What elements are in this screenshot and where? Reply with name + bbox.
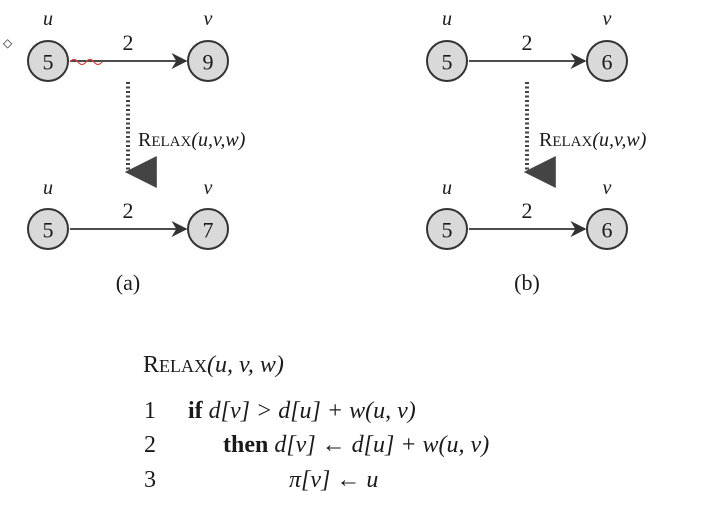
stray-mark: ◇	[3, 36, 13, 50]
a-bottom-u-label: u	[43, 177, 53, 199]
a-top-node-u-value: 5	[43, 50, 54, 75]
a-bottom-node-u	[27, 208, 69, 250]
a-top-v-label: v	[204, 8, 213, 30]
b-top-weight: 2	[522, 30, 533, 55]
pseudocode-line-2-number: 2	[144, 432, 156, 458]
a-caption: (a)	[116, 270, 140, 295]
b-bottom-node-v	[586, 208, 628, 250]
pseudocode-line-3: π[v] ← u	[289, 467, 378, 493]
diagram-a: u v 2 5 9 RELAX(u,v,w) u v 2 5 7 (a)	[27, 8, 246, 295]
a-bottom-v-label: v	[204, 177, 213, 199]
a-top-node-u	[27, 40, 69, 82]
a-bottom-node-v	[187, 208, 229, 250]
a-bottom-node-v-value: 7	[203, 218, 214, 243]
b-bottom-node-u	[426, 208, 468, 250]
b-bottom-node-u-value: 5	[442, 218, 453, 243]
diagram-b: u v 2 5 6 RELAX(u,v,w) u v 2 5 6 (b)	[426, 8, 647, 295]
a-bottom-node-u-value: 5	[43, 218, 54, 243]
b-top-node-u-value: 5	[442, 50, 453, 75]
a-top-node-v	[187, 40, 229, 82]
b-top-u-label: u	[442, 8, 452, 30]
b-top-node-u	[426, 40, 468, 82]
a-top-weight: 2	[123, 30, 134, 55]
a-bottom-weight: 2	[123, 198, 134, 223]
b-caption: (b)	[514, 270, 540, 295]
pseudocode-line-1-number: 1	[144, 398, 156, 424]
pseudocode-header: RELAX(u, v, w)	[143, 352, 284, 378]
b-bottom-node-v-value: 6	[602, 218, 613, 243]
a-top-squiggle	[69, 58, 103, 66]
a-relax-label: RELAX(u,v,w)	[138, 129, 246, 151]
a-top-u-label: u	[43, 8, 53, 30]
b-bottom-u-label: u	[442, 177, 452, 199]
b-top-node-v	[586, 40, 628, 82]
b-top-node-v-value: 6	[602, 50, 613, 75]
b-top-v-label: v	[603, 8, 612, 30]
pseudocode-line-3-number: 3	[144, 467, 156, 493]
b-relax-label: RELAX(u,v,w)	[539, 129, 647, 151]
b-bottom-v-label: v	[603, 177, 612, 199]
a-top-node-v-value: 9	[203, 50, 214, 75]
b-bottom-weight: 2	[522, 198, 533, 223]
